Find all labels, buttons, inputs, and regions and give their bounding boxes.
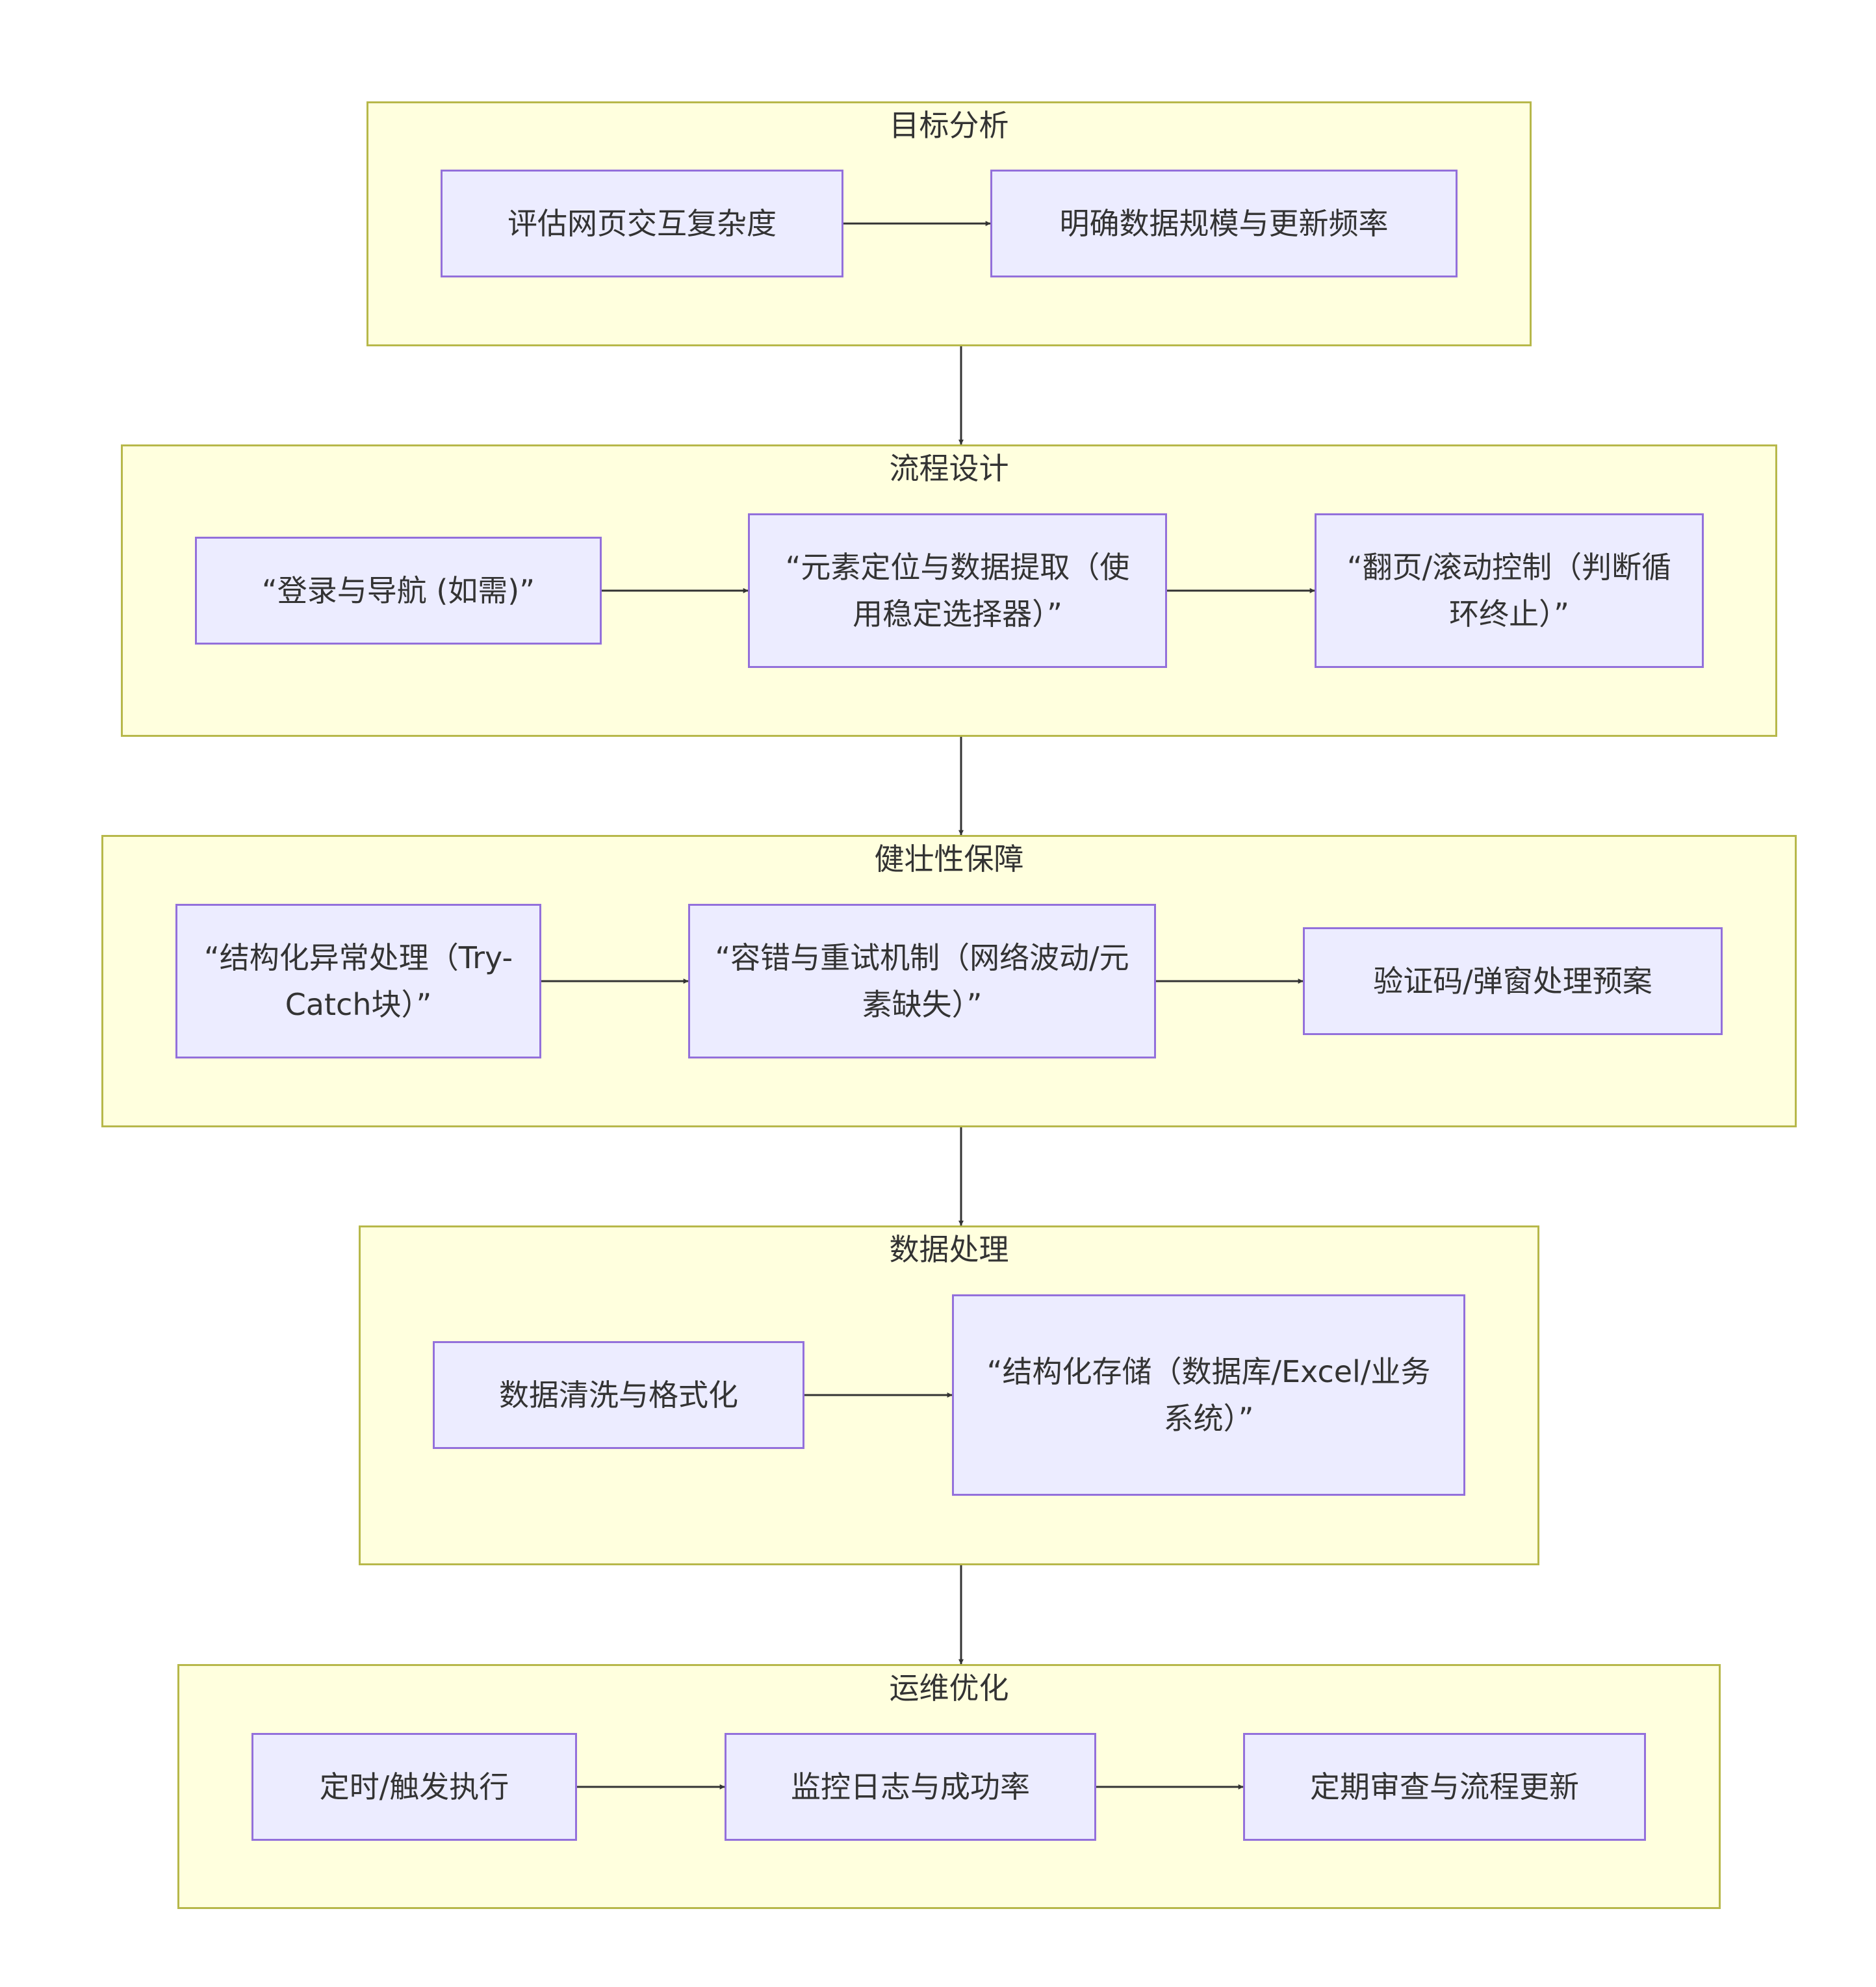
node-label: 数据清洗与格式化: [499, 1378, 738, 1413]
group-title: 健壮性保障: [874, 841, 1024, 877]
group-title: 流程设计: [889, 451, 1009, 486]
node-label: “元素定位与数据提取（使用稳定选择器）”: [785, 550, 1130, 632]
node-label: 监控日志与成功率: [791, 1769, 1030, 1804]
node-label: 明确数据规模与更新频率: [1059, 206, 1389, 241]
node-data-scale[interactable]: 明确数据规模与更新频率: [990, 170, 1458, 277]
node-element-locate[interactable]: “元素定位与数据提取（使用稳定选择器）”: [748, 513, 1167, 668]
node-label: 定时/触发执行: [319, 1769, 509, 1804]
node-captcha-popup[interactable]: 验证码/弹窗处理预案: [1303, 927, 1723, 1035]
node-exception-handling[interactable]: “结构化异常处理（Try-Catch块）”: [175, 904, 541, 1058]
node-evaluate-complexity[interactable]: 评估网页交互复杂度: [441, 170, 843, 277]
node-data-cleaning[interactable]: 数据清洗与格式化: [433, 1341, 804, 1449]
node-scheduled-trigger[interactable]: 定时/触发执行: [251, 1733, 577, 1841]
node-label: “容错与重试机制（网络波动/元素缺失）”: [715, 940, 1129, 1022]
node-label: “结构化存储（数据库/Excel/业务系统）”: [986, 1354, 1431, 1436]
node-label: “结构化异常处理（Try-Catch块）”: [203, 940, 513, 1022]
group-title: 目标分析: [889, 108, 1009, 143]
node-label: 定期审查与流程更新: [1310, 1769, 1579, 1804]
group-title: 运维优化: [889, 1671, 1009, 1706]
node-pagination-control[interactable]: “翻页/滚动控制（判断循环终止）”: [1315, 513, 1704, 668]
node-structured-storage[interactable]: “结构化存储（数据库/Excel/业务系统）”: [952, 1294, 1465, 1496]
node-label: 评估网页交互复杂度: [508, 206, 777, 241]
node-label: “翻页/滚动控制（判断循环终止）”: [1346, 550, 1672, 632]
node-monitoring-logs[interactable]: 监控日志与成功率: [725, 1733, 1096, 1841]
group-title: 数据处理: [889, 1232, 1009, 1267]
node-login-navigation[interactable]: “登录与导航 (如需)”: [195, 537, 602, 645]
node-label: “登录与导航 (如需)”: [261, 573, 535, 608]
node-label: 验证码/弹窗处理预案: [1373, 964, 1652, 999]
node-retry-mechanism[interactable]: “容错与重试机制（网络波动/元素缺失）”: [688, 904, 1156, 1058]
node-periodic-review[interactable]: 定期审查与流程更新: [1243, 1733, 1646, 1841]
